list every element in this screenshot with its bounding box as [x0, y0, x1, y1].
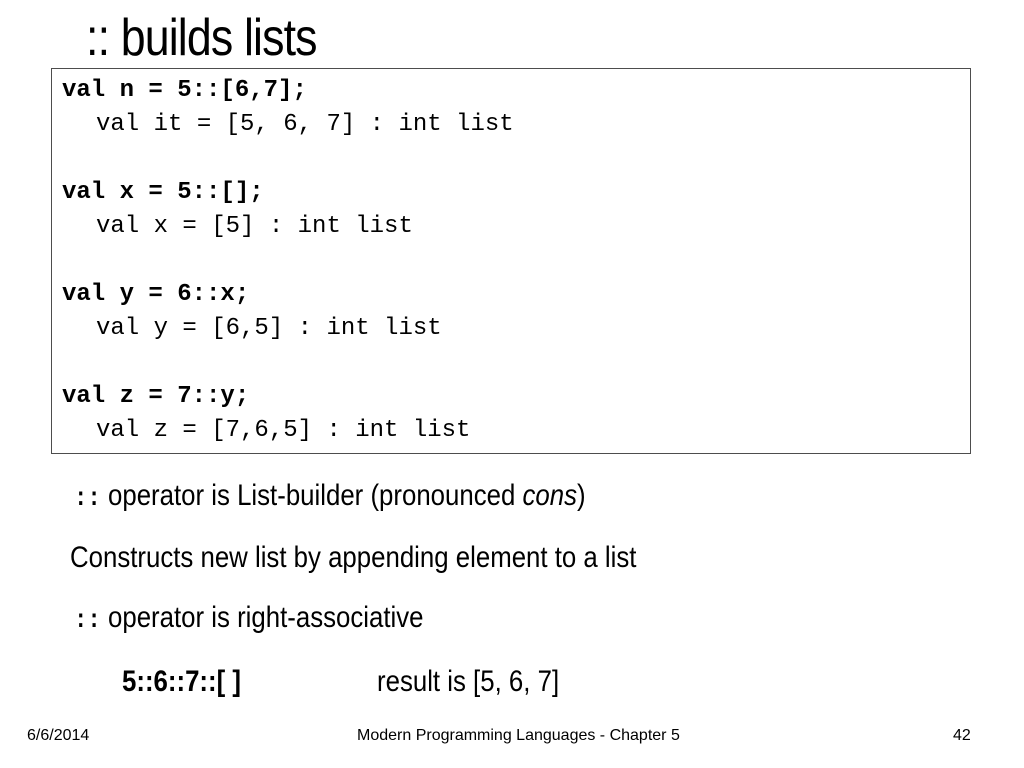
code-line-output-x: val x = [5] : int list: [96, 213, 413, 240]
example-result: result is [5, 6, 7]: [377, 665, 560, 698]
cons-operator-symbol: ::: [74, 605, 101, 635]
bullet-right-associative: :: operator is right-associative: [74, 600, 423, 638]
code-line-output-n: val it = [5, 6, 7] : int list: [96, 111, 514, 138]
code-line-output-z: val z = [7,6,5] : int list: [96, 417, 471, 444]
bullet-constructs-list: Constructs new list by appending element…: [70, 541, 637, 574]
code-line-input-x: val x = 5::[];: [62, 179, 264, 206]
footer-title: Modern Programming Languages - Chapter 5: [357, 727, 680, 744]
bullet-cons-text: operator is List-builder (pronounced: [100, 479, 523, 512]
code-line-input-y: val y = 6::x;: [62, 281, 250, 308]
code-listing-box: val n = 5::[6,7]; val it = [5, 6, 7] : i…: [51, 68, 971, 454]
cons-italic-word: cons: [522, 479, 577, 512]
footer-date: 6/6/2014: [27, 727, 90, 744]
example-expression: 5::6::7::[ ]: [122, 665, 241, 698]
bullet-cons-operator: :: operator is List-builder (pronounced …: [74, 478, 586, 516]
bullet-right-assoc-text: operator is right-associative: [100, 601, 424, 634]
slide-title: :: builds lists: [86, 9, 318, 67]
footer-page-number: 42: [953, 727, 971, 744]
code-line-output-y: val y = [6,5] : int list: [96, 315, 442, 342]
cons-operator-symbol: ::: [74, 483, 101, 513]
code-line-input-n: val n = 5::[6,7];: [62, 77, 307, 104]
bullet-cons-close: ): [576, 479, 586, 512]
code-line-input-z: val z = 7::y;: [62, 383, 250, 410]
